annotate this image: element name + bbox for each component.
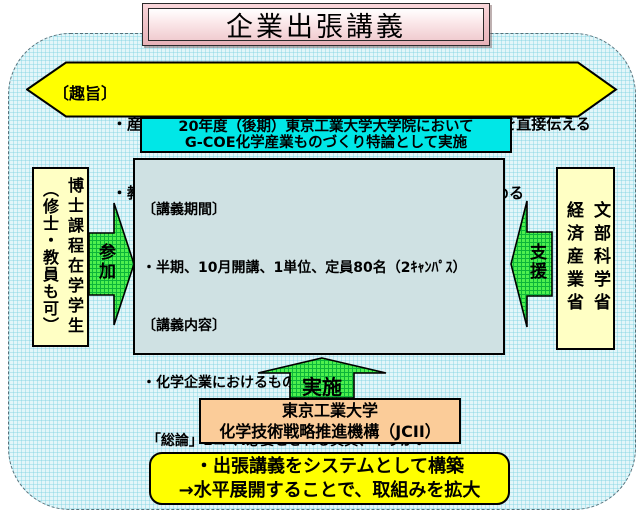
organizer-box: 東京工業大学 化学技術戦略推進機構（JCII） (199, 398, 461, 444)
outcome-box: ・出張講義をシステムとして構築 →水平展開することで、取組みを拡大 (149, 452, 510, 505)
program-box: 20年度（後期）東京工業大学大学院において G-COE化学産業ものづくり特論とし… (140, 117, 512, 153)
program-line-1: 20年度（後期）東京工業大学大学院において (178, 118, 474, 135)
students-text-main: 博士課程在学学生 (65, 177, 84, 337)
details-line-4: ・化学企業におけるものづくり (142, 375, 338, 392)
hexagon-shape (26, 61, 618, 118)
ministry-mext: 文部科学省 (590, 201, 610, 316)
title-plate: 企業出張講義 (142, 3, 490, 46)
participate-arrow-icon (88, 202, 135, 326)
outcome-line-1: ・出張講義をシステムとして構築 (195, 455, 464, 477)
implement-arrow-label: 実施 (302, 375, 342, 399)
support-arrow-label: 支援 (526, 243, 546, 281)
organizer-line-2: 化学技術戦略推進機構（JCII） (219, 422, 441, 441)
lecture-details-box: 〔講義期間〕 ・半期、10月開講、1単位、定員80名（2ｷｬﾝﾊﾟｽ） 〔講義内… (133, 158, 505, 506)
organizer-line-1: 東京工業大学 (281, 401, 378, 420)
participate-arrow-label: 参加 (95, 243, 115, 281)
outcome-line-2: →水平展開することで、取組みを拡大 (178, 479, 481, 501)
students-box: 博士課程在学学生 （修士・教員も可） (32, 167, 89, 347)
details-line-1: 〔講義期間〕 (142, 202, 226, 219)
program-line-2: G-COE化学産業ものづくり特論として実施 (184, 135, 468, 151)
ministry-meti: 経済産業省 (563, 201, 583, 316)
purpose-label: 〔趣旨〕 (53, 84, 118, 103)
details-line-2: ・半期、10月開講、1単位、定員80名（2ｷｬﾝﾊﾟｽ） (142, 260, 467, 277)
purpose-banner: 〔趣旨〕 ・産での期待、ニーズ、企業におけるものづくりの面白さを直接伝える ・教… (26, 61, 618, 202)
support-arrow-icon (510, 200, 553, 328)
ministries-box: 文部科学省 経済産業省 (556, 167, 615, 350)
students-text-note: （修士・教員も可） (40, 180, 59, 334)
page-title: 企業出張講義 (148, 8, 484, 43)
details-line-3: 〔講義内容〕 (142, 317, 226, 334)
